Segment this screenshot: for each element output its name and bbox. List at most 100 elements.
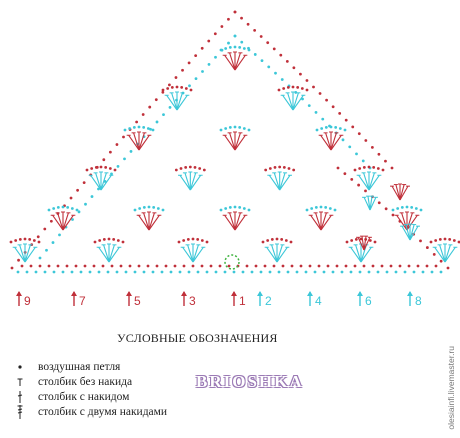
crochet-stitch xyxy=(57,212,64,231)
chain-stitch xyxy=(253,28,257,32)
crochet-stitch xyxy=(405,224,411,241)
chain-stitch xyxy=(85,168,89,172)
chain-stitch xyxy=(328,207,332,210)
chain-stitch xyxy=(51,241,55,244)
chain-stitch xyxy=(268,270,272,274)
chain-stitch xyxy=(284,239,288,242)
chain-stitch xyxy=(259,270,263,274)
chain-stitch xyxy=(25,270,29,274)
chain-stitch xyxy=(186,238,190,241)
chain-stitch xyxy=(219,208,223,212)
chain-stitch xyxy=(313,270,317,274)
chain-stitch xyxy=(228,46,232,49)
crochet-stitch xyxy=(24,246,36,263)
crochet-stitch xyxy=(310,214,322,231)
chain-stitch xyxy=(341,138,345,142)
row-marker-7: 7 xyxy=(71,291,86,308)
crochet-stitch xyxy=(148,214,160,231)
row-marker-6: 6 xyxy=(357,291,372,308)
chain-stitch xyxy=(242,207,246,210)
row-marker-3: 3 xyxy=(181,291,196,308)
chain-stitch xyxy=(188,84,191,88)
crochet-stitch xyxy=(234,54,246,71)
row-marker-label: 2 xyxy=(265,294,272,308)
chain-stitch xyxy=(224,127,228,130)
chain-stitch xyxy=(367,270,371,274)
chain-stitch xyxy=(142,126,146,129)
legend-label: столбик с накидом xyxy=(38,391,130,403)
chain-stitch xyxy=(376,167,380,170)
chain-stitch xyxy=(9,240,13,244)
chain-stitch xyxy=(179,167,183,170)
chain-stitch xyxy=(124,270,128,274)
chain-stitch xyxy=(137,264,141,268)
chain-stitch xyxy=(247,208,251,212)
chain-stitch xyxy=(282,87,286,90)
chain-stitch xyxy=(281,264,285,268)
chain-stitch xyxy=(391,213,395,217)
chain-stitch xyxy=(214,55,217,59)
chain-stitch xyxy=(36,235,40,239)
crochet-stitch xyxy=(103,244,110,263)
single-crochet-icon xyxy=(17,378,23,386)
crochet-stitch xyxy=(187,244,194,263)
chain-stitch xyxy=(324,126,328,129)
crochet-stitch xyxy=(395,184,401,201)
crochet-stitch xyxy=(229,132,236,151)
crochet-stitch xyxy=(182,246,194,263)
chain-stitch xyxy=(220,25,224,28)
crochet-stitch xyxy=(363,172,370,191)
chain-stitch xyxy=(194,77,198,81)
chain-stitch xyxy=(198,167,202,170)
chain-stitch xyxy=(289,240,293,244)
crochet-stitch xyxy=(234,132,241,151)
chain-stitch xyxy=(160,270,164,274)
crochet-stitch xyxy=(368,172,375,191)
chain-stitch xyxy=(61,205,65,209)
chain-stitch xyxy=(147,205,151,209)
chain-stitch xyxy=(305,88,309,92)
chain-stitch xyxy=(299,72,302,76)
chain-stitch xyxy=(240,16,243,20)
chain-stitch xyxy=(336,166,340,170)
crochet-stitch xyxy=(391,185,401,201)
crochet-stitch xyxy=(368,174,380,191)
row-marker-4: 4 xyxy=(307,291,322,308)
chain-stitch xyxy=(325,98,328,102)
chain-stitch xyxy=(102,238,106,241)
chain-stitch xyxy=(419,239,422,243)
chain-stitch xyxy=(156,207,160,210)
chain-stitch xyxy=(305,208,309,212)
chain-stitch xyxy=(49,219,53,223)
crochet-stitch xyxy=(363,236,367,251)
chain-stitch xyxy=(280,238,284,241)
arrow-up-icon xyxy=(257,291,263,296)
crochet-stitch xyxy=(192,244,199,263)
crochet-stitch xyxy=(143,212,150,231)
crochet-stitch xyxy=(273,172,281,191)
chain-stitch xyxy=(233,125,237,129)
chain-stitch xyxy=(142,206,146,209)
chain-stitch xyxy=(191,237,195,241)
chain-stitch xyxy=(317,264,321,268)
chain-stitch xyxy=(277,88,281,92)
chain-stitch xyxy=(434,264,438,268)
chain-stitch xyxy=(151,128,155,132)
chain-stitch xyxy=(151,270,155,274)
chain-stitch xyxy=(83,264,87,268)
crochet-stitch xyxy=(90,174,102,191)
chain-stitch xyxy=(403,270,407,274)
chain-stitch xyxy=(205,270,209,274)
chain-stitch xyxy=(333,208,337,212)
chain-stitch xyxy=(90,195,94,198)
chain-stitch xyxy=(188,165,192,169)
crochet-stitch xyxy=(176,94,188,111)
chain-stitch xyxy=(419,208,423,212)
chain-stitch xyxy=(261,240,265,244)
chain-stitch xyxy=(329,125,333,129)
chain-stitch xyxy=(320,127,324,130)
chain-stitch xyxy=(99,165,103,169)
crochet-stitch xyxy=(229,52,236,71)
chain-stitch xyxy=(70,270,74,274)
side-credit: olesiainfi.livemaster.ru xyxy=(446,346,456,430)
